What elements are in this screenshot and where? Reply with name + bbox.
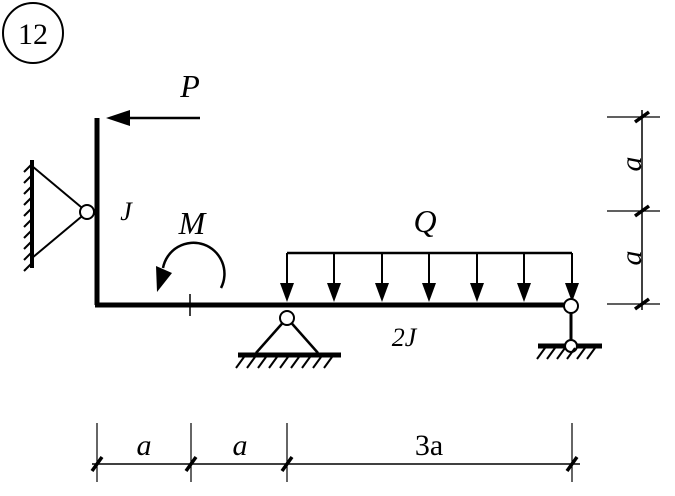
moment-M: M [156, 205, 226, 316]
moment-arrowhead [156, 266, 172, 292]
dimension-label-v2: a [615, 251, 648, 266]
dimension-label-v1: a [615, 157, 648, 172]
force-P: P [106, 68, 200, 126]
load-arrowheads [280, 283, 579, 302]
distributed-load-label: Q [413, 203, 436, 239]
moment-arc [161, 241, 226, 289]
dimension-label-3: 3a [415, 429, 443, 462]
dimension-ticks [633, 110, 651, 311]
problem-number-badge: 12 [2, 2, 64, 64]
ground-hatching [235, 356, 333, 369]
problem-number: 12 [18, 18, 48, 51]
stiffness-label-vertical: J [120, 197, 133, 226]
dimension-label-2: a [233, 429, 248, 462]
dimension-ticks [90, 455, 579, 473]
link-bottom-hinge [564, 339, 578, 353]
moment-label: M [178, 205, 208, 241]
dimension-label-1: a [137, 429, 152, 462]
vertical-dimensions: a a [607, 110, 660, 311]
link-top-hinge [563, 298, 579, 314]
pin-hinge [79, 204, 95, 220]
distributed-load-Q: Q [280, 203, 579, 302]
pin-hinge [279, 310, 295, 326]
left-pin-support [23, 160, 95, 272]
load-arrows [286, 253, 573, 288]
ground-hatching [536, 347, 596, 360]
middle-pin-support [235, 310, 341, 369]
force-label: P [179, 68, 200, 104]
stiffness-label-horizontal: 2J [392, 323, 418, 352]
frame [94, 118, 572, 308]
horizontal-dimensions: a a 3a [90, 423, 580, 482]
right-link-support [536, 298, 602, 360]
force-arrowhead [106, 110, 130, 126]
wall-hatching [23, 163, 33, 272]
